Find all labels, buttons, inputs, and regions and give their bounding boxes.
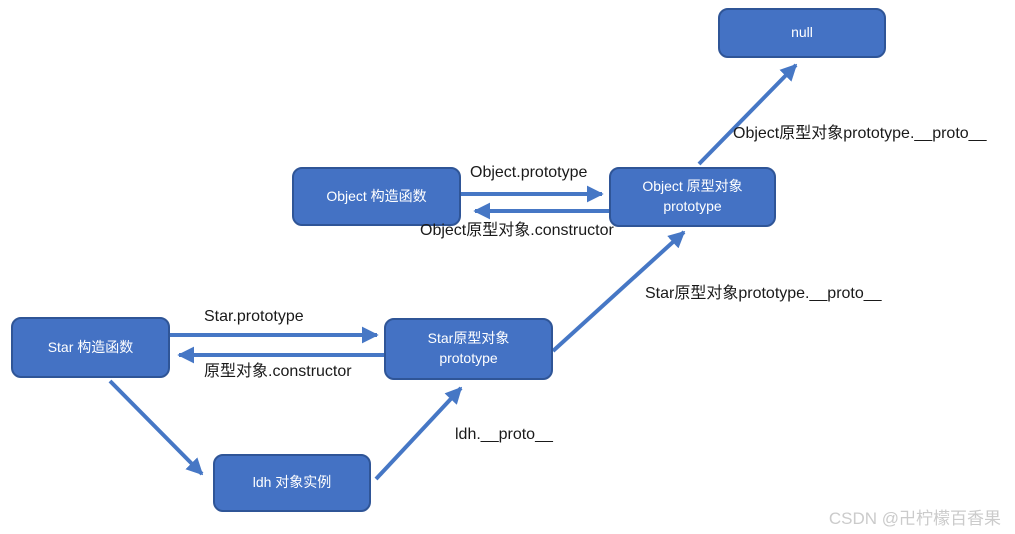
node-object-constructor: Object 构造函数 [292, 167, 461, 226]
arrow-ldh-to-star-proto [374, 386, 463, 481]
edge-label-object-constructor: Object原型对象.constructor [420, 222, 614, 239]
node-object-prototype-label-line2: prototype [663, 198, 722, 214]
edge-label-star-constructor: 原型对象.constructor [204, 363, 352, 380]
edge-label-object-prototype: Object.prototype [470, 164, 588, 181]
edge-label-star-prototype: Star.prototype [204, 308, 304, 325]
csdn-watermark: CSDN @卍柠檬百香果 [828, 509, 1001, 528]
edge-label-star-proto: Star原型对象prototype.__proto__ [645, 285, 882, 302]
node-star-prototype-label-line2: prototype [439, 350, 498, 366]
node-star-prototype-label-line1: Star原型对象 [427, 330, 510, 347]
node-null-label: null [791, 24, 813, 41]
node-null: null [718, 8, 886, 58]
arrow-star-proto-to-object-proto [551, 230, 686, 353]
node-ldh-instance: ldh 对象实例 [213, 454, 371, 512]
node-object-prototype: Object 原型对象 prototype [609, 167, 776, 227]
node-star-prototype: Star原型对象 prototype [384, 318, 553, 380]
node-object-prototype-label-line1: Object 原型对象 [642, 178, 743, 195]
arrow-object-proto-to-null [697, 63, 798, 166]
node-star-constructor-label: Star 构造函数 [47, 338, 134, 355]
edge-label-object-proto: Object原型对象prototype.__proto__ [733, 125, 987, 142]
node-star-constructor: Star 构造函数 [11, 317, 170, 378]
node-object-constructor-label: Object 构造函数 [326, 187, 427, 204]
edge-label-ldh-proto: ldh.__proto__ [455, 426, 553, 443]
arrow-star-ctor-to-ldh [108, 379, 204, 476]
node-ldh-instance-label: ldh 对象实例 [252, 474, 332, 491]
